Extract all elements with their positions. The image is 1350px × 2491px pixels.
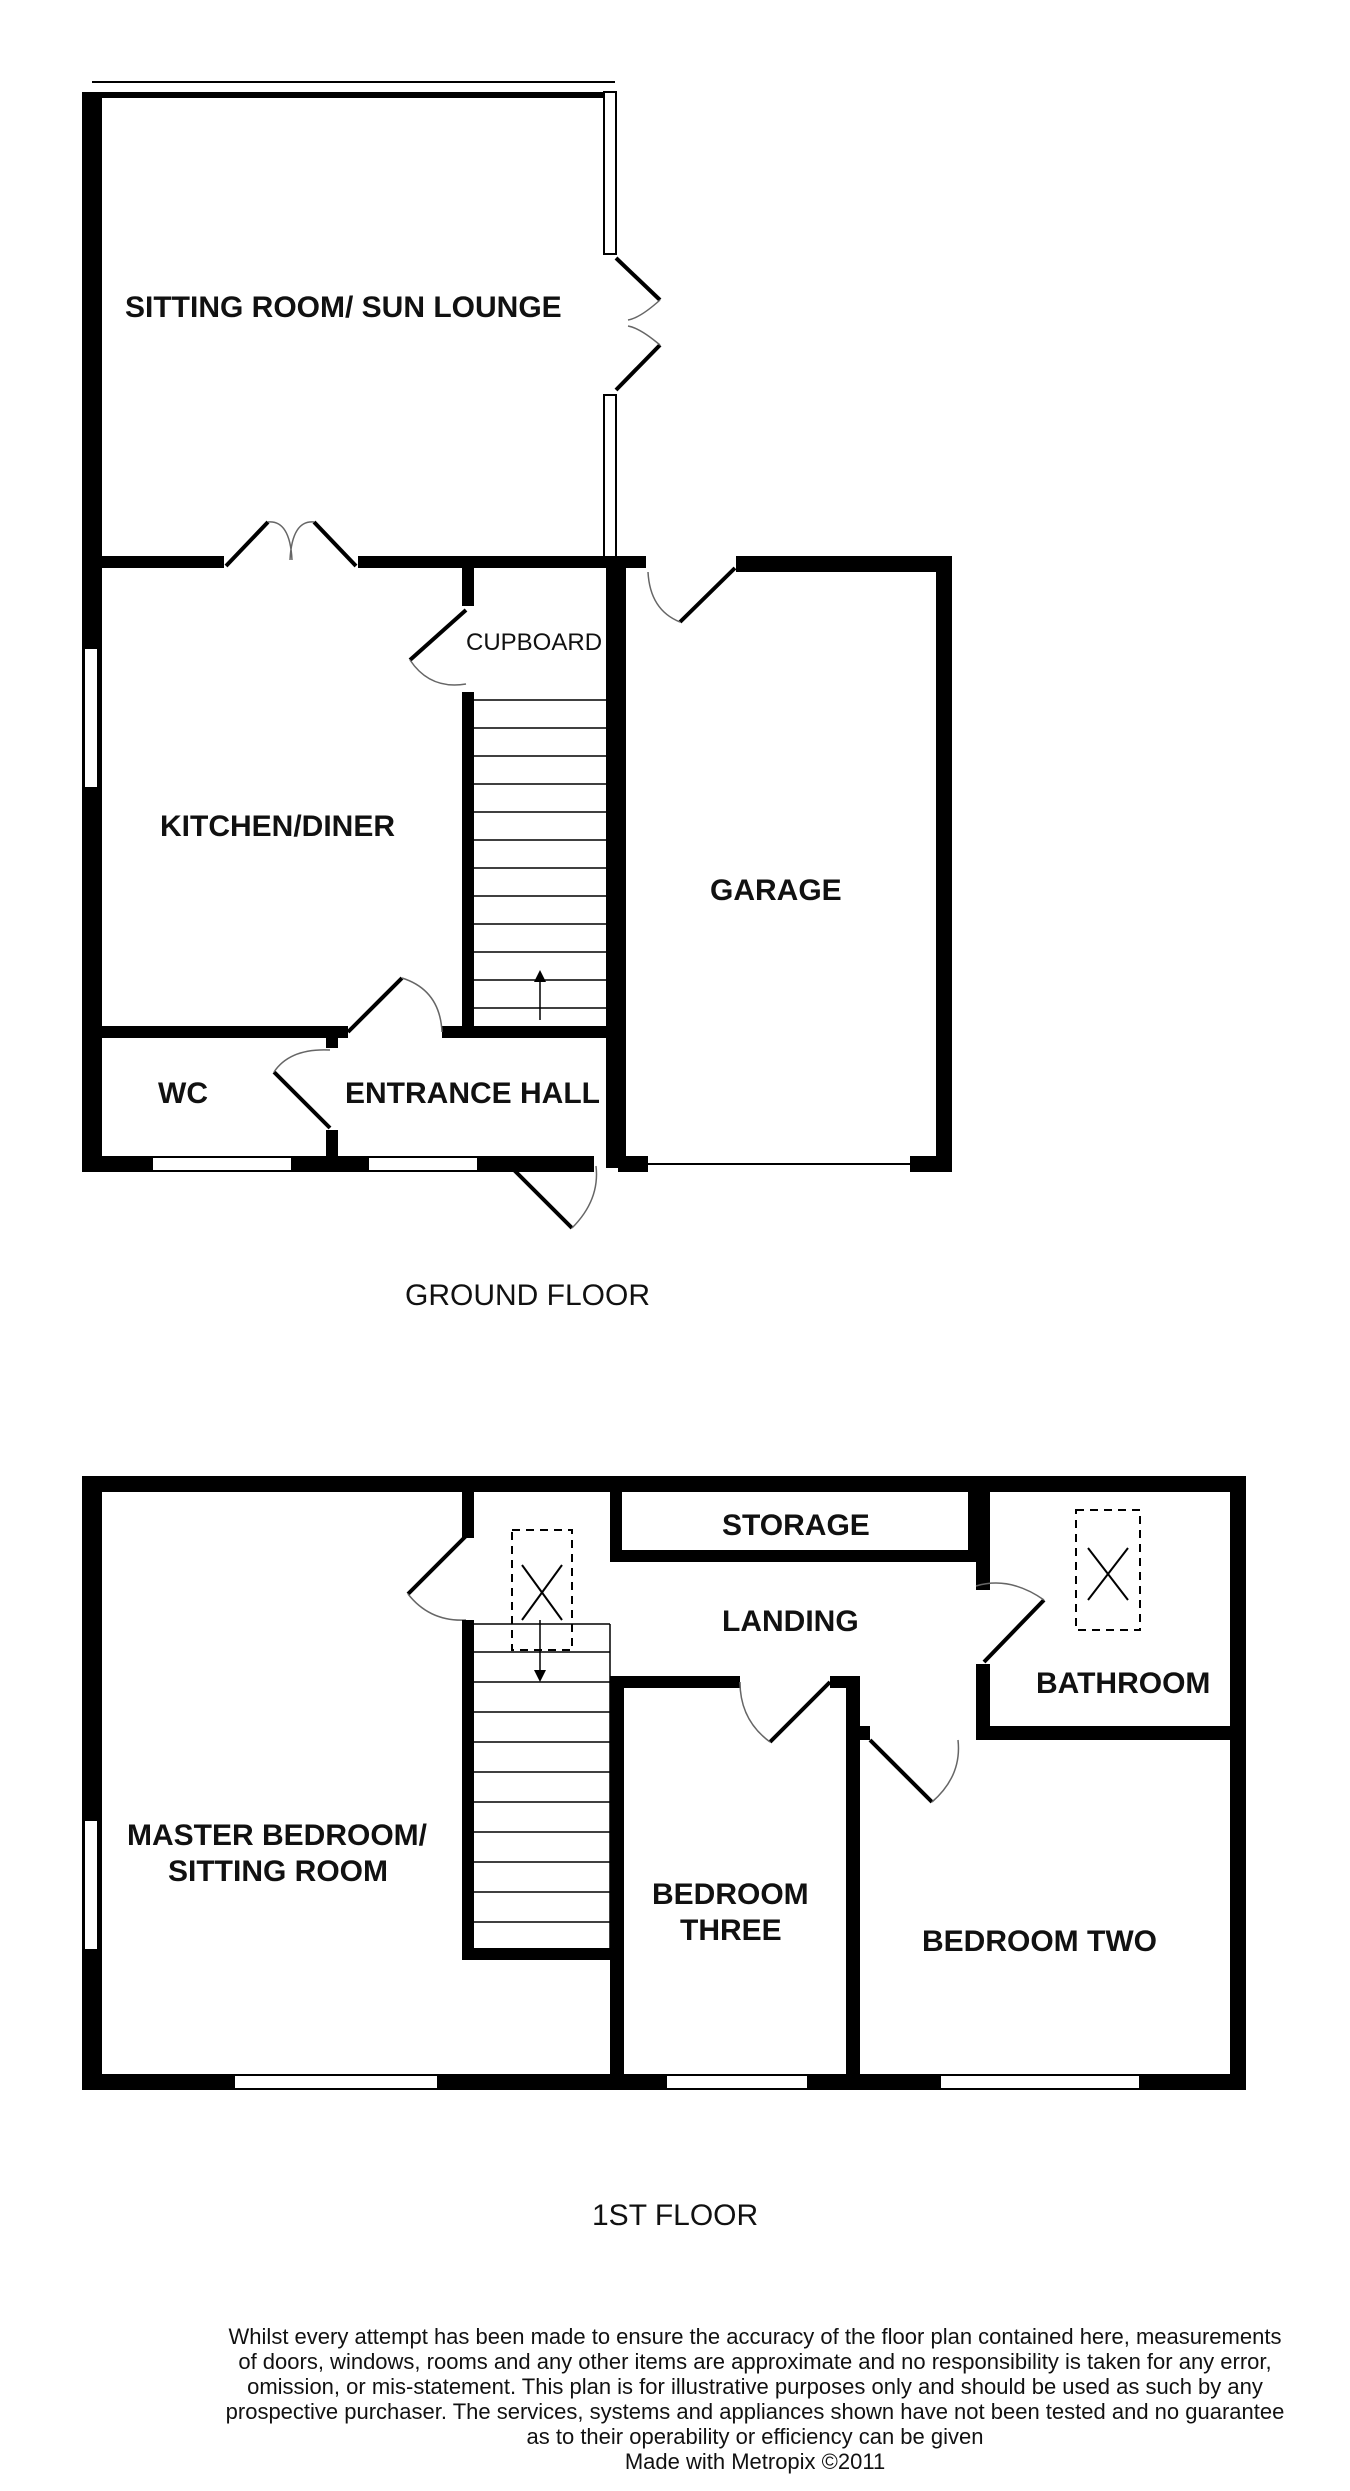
first-top-wall (82, 1476, 1246, 1492)
french-door-lower (614, 343, 662, 392)
master-bedroom-label-line1: MASTER BEDROOM/ (127, 1819, 428, 1852)
bedroom-three-door (768, 1680, 832, 1744)
master-bedroom-side-window (83, 1819, 99, 1951)
stair-bottom-wall (442, 1026, 618, 1038)
kitchen-hall-door (346, 976, 404, 1034)
kitchen-door-right (312, 520, 358, 568)
garage-bottom-left (618, 1156, 648, 1172)
bedroom-two-window (939, 2074, 1141, 2090)
kitchen-wc-wall (92, 1026, 348, 1038)
bedroom-three-window (665, 2074, 809, 2090)
ground-left-wall (82, 92, 102, 1172)
landing-label: LANDING (722, 1605, 859, 1638)
front-door-arc (571, 1165, 598, 1229)
wc-label: WC (158, 1077, 208, 1110)
garage-side-door (678, 566, 737, 624)
bathroom-left-wall-top (976, 1490, 990, 1590)
sun-lounge-top-wall (92, 92, 612, 98)
bathroom-door-arc (975, 1582, 1045, 1601)
bedroom-three-left-wall (610, 1676, 624, 2086)
bathroom-left-wall-bottom (976, 1664, 990, 1736)
landing-skylight-icon (511, 1529, 573, 1651)
lounge-kitchen-wall-right (358, 556, 644, 568)
wc-window (151, 1156, 293, 1172)
wc-partition-bottom (326, 1130, 338, 1162)
bedroom-two-label: BEDROOM TWO (922, 1925, 1157, 1958)
storage-label: STORAGE (722, 1509, 870, 1542)
bathroom-door (982, 1598, 1046, 1664)
bedroom-three-label-line1: BEDROOM (652, 1878, 809, 1911)
disclaimer-line: omission, or mis-statement. This plan is… (247, 2374, 1263, 2399)
garage-left-wall (606, 556, 626, 1168)
french-door-upper (614, 256, 662, 302)
cupboard-wall-top (462, 566, 474, 606)
first-floor-plan: STORAGE LANDING BATHROOM MASTER BEDROOM/… (82, 1476, 1246, 2232)
garage-top-left (626, 556, 646, 568)
bathroom-label: BATHROOM (1036, 1667, 1210, 1700)
garage-right-wall (936, 556, 952, 1168)
kitchen-door-left (224, 520, 270, 568)
wc-door-arc (273, 1049, 331, 1073)
hall-window (367, 1156, 479, 1172)
disclaimer-line: Whilst every attempt has been made to en… (228, 2324, 1282, 2349)
first-floor-title: 1ST FLOOR (592, 2199, 758, 2232)
metropix-credit: Made with Metropix ©2011 (624, 2449, 886, 2474)
cupboard-door-arc (409, 659, 467, 686)
kitchen-hall-door-arc (401, 977, 443, 1033)
ground-floor-title: GROUND FLOOR (405, 1279, 650, 1312)
first-right-wall (1230, 1476, 1246, 2090)
cupboard-label: CUPBOARD (466, 629, 602, 656)
entrance-hall-label: ENTRANCE HALL (345, 1077, 600, 1110)
sun-lounge-window-lower (603, 394, 617, 564)
bathroom-bottom-wall (976, 1726, 1246, 1740)
ground-floor-plan: SITTING ROOM/ SUN LOUNGE CUPBOARD KITCHE… (82, 81, 952, 1312)
master-bedroom-window (233, 2074, 439, 2090)
sun-lounge-window-upper (603, 91, 617, 255)
bedroom-two-door (868, 1738, 934, 1804)
storage-left-wall (610, 1490, 622, 1560)
storage-bottom-wall (610, 1550, 980, 1562)
sitting-room-label: SITTING ROOM/ SUN LOUNGE (125, 291, 562, 324)
first-staircase (474, 1620, 611, 1948)
french-door-arcs (627, 299, 661, 346)
bedroom-three-right-wall (846, 1676, 860, 2086)
garage-bottom-right (910, 1156, 952, 1172)
master-bedroom-label-line2: SITTING ROOM (168, 1855, 388, 1888)
wc-partition-top (326, 1036, 338, 1048)
garage-label: GARAGE (710, 874, 842, 907)
bedroom-three-top-wall (610, 1676, 740, 1688)
bedroom-two-top-wall-left (860, 1726, 870, 1740)
bedroom-three-door-arc (739, 1681, 771, 1743)
lounge-kitchen-wall-left (92, 556, 224, 568)
stair-left-wall (462, 692, 474, 1036)
cupboard-door (408, 608, 468, 662)
master-partition-top (462, 1490, 474, 1538)
disclaimer-line: prospective purchaser. The services, sys… (225, 2399, 1285, 2424)
garage-side-door-arc (647, 571, 681, 623)
disclaimer-line: as to their operability or efficiency ca… (526, 2424, 984, 2449)
disclaimer: Whilst every attempt has been made to en… (195, 2324, 1315, 2474)
ground-staircase (474, 699, 610, 1020)
first-stair-bottom-wall (462, 1948, 618, 1960)
disclaimer-line: of doors, windows, rooms and any other i… (238, 2349, 1272, 2374)
garage-top-wall (736, 556, 952, 572)
first-left-wall (82, 1476, 102, 2090)
kitchen-label: KITCHEN/DINER (160, 810, 395, 843)
bathroom-skylight-icon (1075, 1509, 1141, 1631)
bedroom-three-label-line2: THREE (680, 1914, 782, 1947)
master-bedroom-door-arc (407, 1593, 467, 1621)
front-door (508, 1164, 574, 1230)
kitchen-window (83, 647, 99, 789)
first-stair-left-wall (462, 1620, 474, 1960)
bedroom-two-door-arc (931, 1739, 960, 1803)
master-bedroom-door (406, 1534, 468, 1596)
kitchen-door-arcs (267, 521, 315, 561)
wc-door (272, 1070, 332, 1130)
